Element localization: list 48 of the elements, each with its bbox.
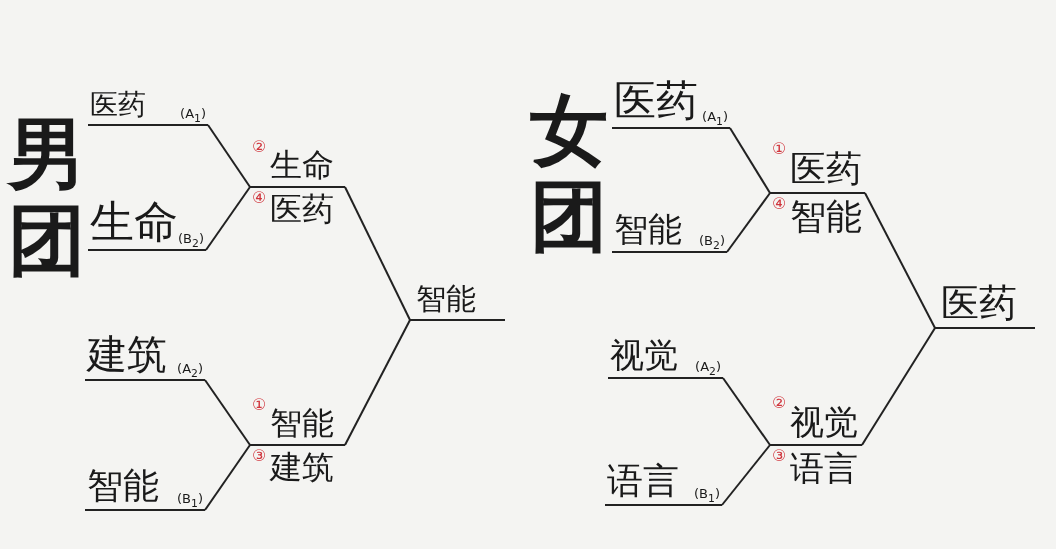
group-code: (A$_{2}$) [177, 362, 203, 380]
team-name: 语言 [607, 463, 679, 499]
group-code: (B$_{2}$) [178, 232, 204, 250]
seed-number: ① [772, 141, 787, 157]
team-name: 医药 [614, 80, 698, 122]
team-name: 智能 [270, 407, 334, 439]
seed-number: ④ [252, 190, 267, 206]
bracket-connector [729, 127, 771, 194]
group-code: (A$_{1}$) [180, 107, 206, 125]
team-name: 医药 [790, 151, 862, 187]
bracket-connector [344, 319, 411, 446]
seed-number: ② [252, 139, 267, 155]
bracket-connector [726, 192, 771, 253]
team-name: 医药 [941, 284, 1017, 322]
bracket-connector [864, 192, 936, 329]
runner-up-name: 语言 [790, 451, 858, 485]
group-code: (B$_{2}$) [699, 234, 725, 252]
bracket-connector [861, 327, 936, 446]
team-name: 智能 [87, 468, 159, 504]
team-name: 智能 [614, 212, 682, 246]
team-name: 生命 [90, 200, 178, 244]
seed-number: ④ [772, 196, 787, 212]
group-code: (A$_{2}$) [695, 360, 721, 378]
bracket-connector [207, 124, 251, 188]
team-name: 建筑 [87, 334, 167, 374]
team-name: 生命 [270, 149, 334, 181]
seed-number: ③ [252, 448, 267, 464]
group-code: (A$_{1}$) [702, 110, 728, 128]
team-name: 视觉 [610, 338, 678, 372]
bracket-connector [722, 377, 771, 446]
team-name: 视觉 [790, 405, 858, 439]
bracket-connector [204, 379, 251, 446]
group-code: (B$_{1}$) [694, 487, 720, 505]
seed-number: ③ [772, 448, 787, 464]
runner-up-name: 建筑 [270, 451, 334, 483]
bracket-connector [344, 186, 411, 321]
group-code: (B$_{1}$) [177, 492, 203, 510]
team-name: 医药 [90, 91, 146, 119]
bracket-connector [721, 444, 771, 506]
runner-up-name: 智能 [790, 199, 862, 235]
seed-number: ① [252, 397, 267, 413]
runner-up-name: 医药 [270, 193, 334, 225]
bracket-connector [205, 186, 251, 251]
team-category-title: 女团 [530, 88, 608, 260]
seed-number: ② [772, 395, 787, 411]
team-category-title: 男团 [8, 112, 86, 284]
team-name: 智能 [416, 284, 476, 314]
bracket-connector [204, 444, 251, 511]
